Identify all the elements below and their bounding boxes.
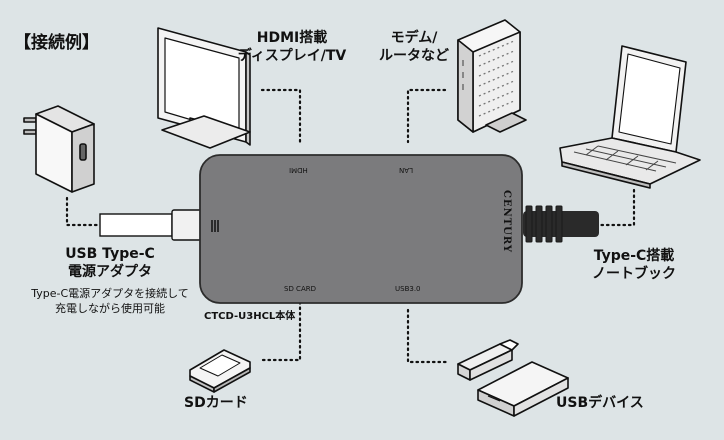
modem-router-label: モデム/ ルータなど	[364, 29, 464, 65]
usb-device-label: USBデバイス	[556, 395, 644, 411]
hub-port-hdmi-label: HDMI	[289, 166, 308, 174]
modem-router-label-line1: モデム/	[390, 30, 438, 46]
external-hdd-icon	[477, 361, 569, 417]
power-adapter-label: USB Type-C 電源アダプタ	[35, 245, 185, 281]
power-adapter-icon	[23, 105, 95, 193]
hub-port-usb-label: USB3.0	[395, 285, 421, 293]
power-adapter-label-line2: 電源アダプタ	[68, 264, 152, 280]
laptop-label: Type-C搭載 ノートブック	[572, 247, 696, 283]
hub-brand-logo: CENTURY	[501, 190, 512, 254]
hdmi-display-label: HDMI搭載 ディスプレイ/TV	[222, 29, 362, 65]
hdmi-display-label-line1: HDMI搭載	[256, 30, 328, 46]
power-adapter-note-line2: 充電しながら使用可能	[55, 302, 165, 315]
power-cable	[99, 209, 203, 241]
hub-port-sd-label: SD CARD	[284, 285, 316, 293]
sd-card-icon	[189, 349, 251, 393]
connector-lines	[65, 88, 636, 364]
hdmi-display-label-line2: ディスプレイ/TV	[237, 48, 347, 64]
typec-cable	[523, 205, 599, 243]
hub-body	[199, 154, 523, 304]
power-adapter-note: Type-C電源アダプタを接続して 充電しながら使用可能	[8, 286, 212, 316]
laptop-label-line2: ノートブック	[592, 266, 676, 282]
laptop-label-line1: Type-C搭載	[593, 248, 675, 264]
router-icon	[457, 19, 527, 133]
sd-card-label: SDカード	[184, 395, 248, 411]
page-title: 【接続例】	[14, 33, 99, 53]
monitor-icon	[157, 27, 251, 149]
power-adapter-note-line1: Type-C電源アダプタを接続して	[31, 287, 189, 300]
laptop-icon	[559, 45, 701, 189]
modem-router-label-line2: ルータなど	[379, 48, 449, 64]
hub-model-label: CTCD-U3HCL本体	[204, 311, 296, 322]
usb-flash-drive-icon	[457, 339, 519, 381]
hub-port-lan-label: LAN	[399, 166, 414, 174]
power-adapter-label-line1: USB Type-C	[65, 246, 155, 262]
